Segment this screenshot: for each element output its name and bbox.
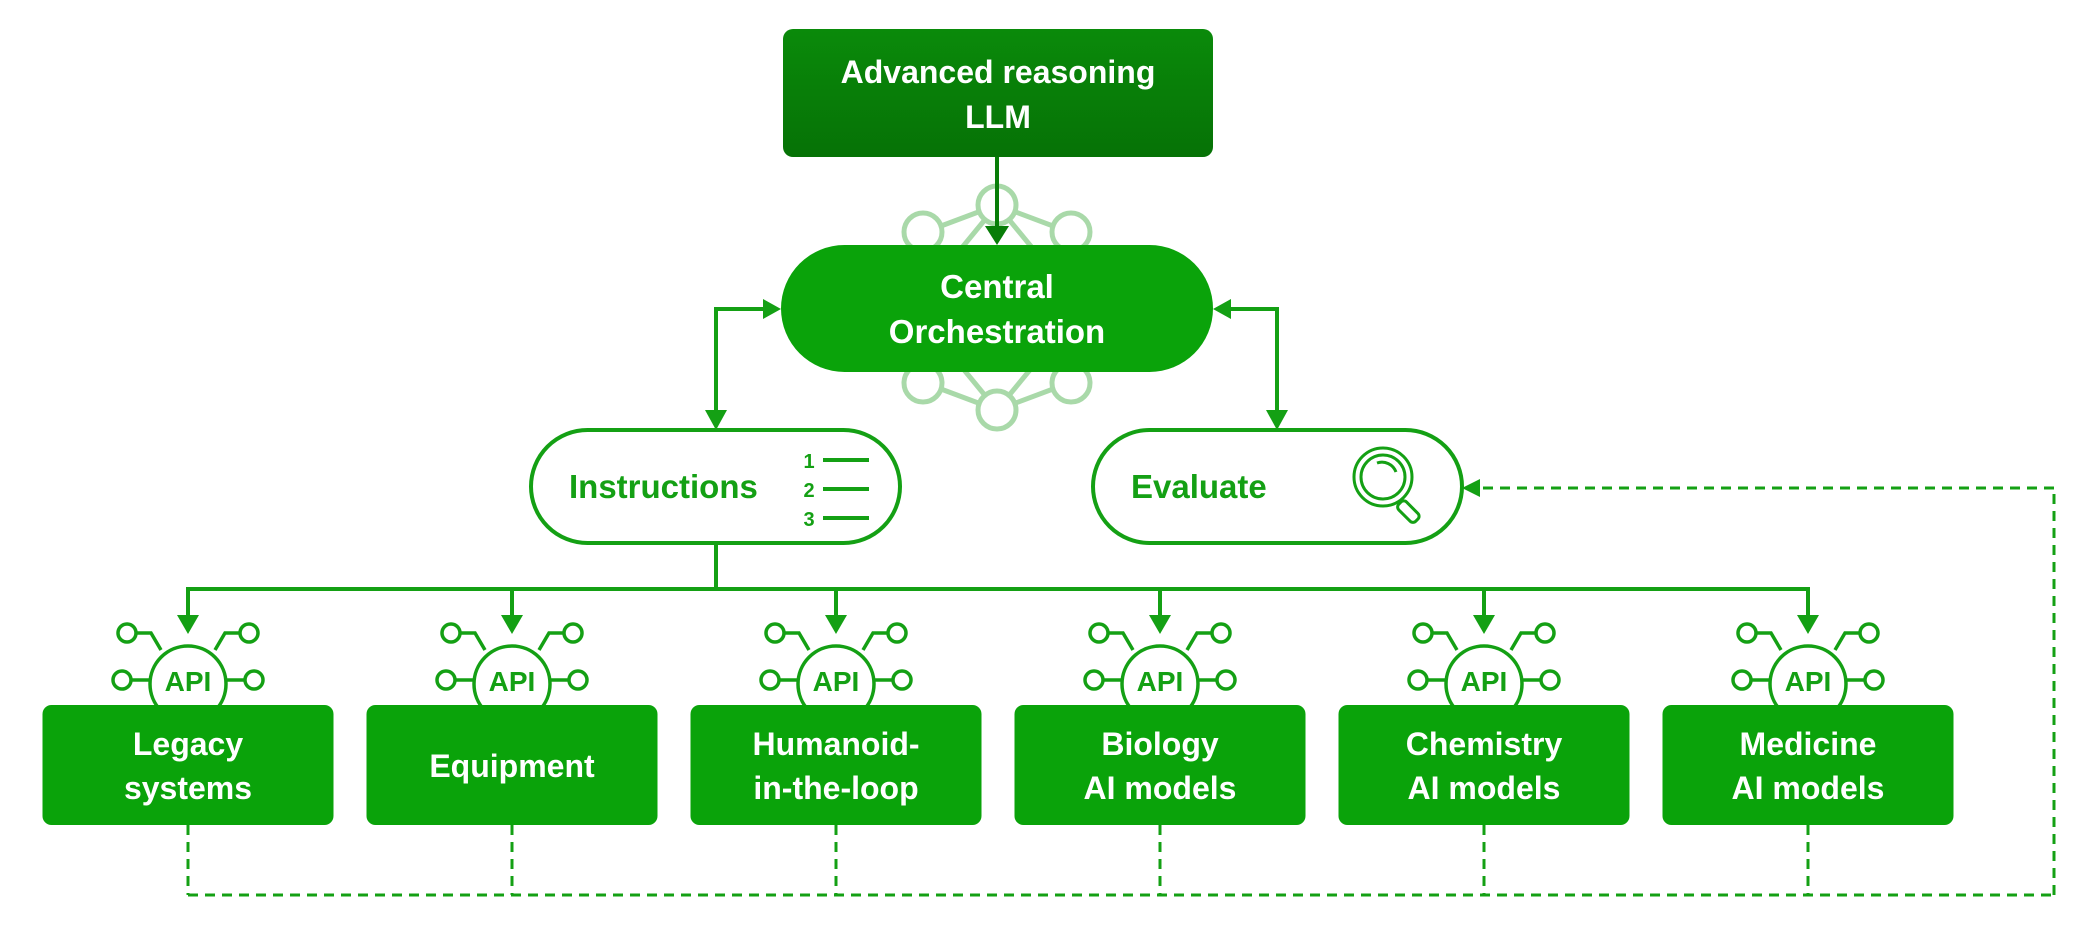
target-node-0[interactable]: API Legacy systems [42, 622, 334, 825]
api-icon [1083, 622, 1237, 724]
orchestration-evaluate-connector [1213, 299, 1288, 430]
drop-arrow [825, 589, 847, 634]
api-label: API [1137, 666, 1184, 697]
llm-node[interactable]: Advanced reasoning LLM [783, 29, 1213, 157]
target-box [1014, 705, 1306, 825]
target-box [1662, 705, 1954, 825]
target-node-3[interactable]: API Biology AI models [1014, 622, 1306, 825]
central-orchestration-node[interactable]: Central Orchestration [781, 245, 1213, 372]
target-node-5[interactable]: API Medicine AI models [1662, 622, 1954, 825]
target-node-2[interactable]: API Humanoid-in-the-loop [690, 622, 982, 825]
target-node-1[interactable]: API Equipment [366, 622, 658, 825]
feedback-drops [186, 825, 1810, 895]
list-number-3: 3 [803, 509, 814, 531]
target-node-4[interactable]: API Chemistry AI models [1338, 622, 1630, 825]
feedback-loop-connector [188, 486, 2056, 897]
distribution-arrows [177, 589, 1819, 634]
orchestration-line2: Orchestration [889, 313, 1105, 350]
orchestration-instructions-connector [705, 299, 781, 430]
target-box [366, 705, 658, 825]
list-number-2: 2 [803, 480, 814, 502]
drop-arrow [177, 589, 199, 634]
target-label-line2: in-the-loop [753, 770, 918, 806]
list-number-1: 1 [803, 451, 814, 473]
api-label: API [1461, 666, 1508, 697]
drop-arrow [1473, 589, 1495, 634]
target-label-line1: Biology [1101, 726, 1219, 762]
target-label: Equipment [429, 748, 595, 784]
api-icon [111, 622, 265, 724]
target-label-line2: systems [124, 770, 252, 806]
llm-title-line2: LLM [965, 99, 1031, 135]
target-label-line1: Chemistry [1406, 726, 1563, 762]
target-box [1338, 705, 1630, 825]
llm-to-orchestration-arrow [985, 157, 1009, 245]
instructions-node[interactable]: Instructions 1 2 3 [529, 428, 902, 545]
target-label-line2: AI models [1084, 770, 1237, 806]
orchestration-line1: Central [940, 268, 1054, 305]
drop-arrow [1149, 589, 1171, 634]
feedback-arrowhead [1462, 479, 1480, 497]
orchestration-pill [781, 245, 1213, 372]
target-label-line1: Legacy [133, 726, 243, 762]
target-nodes: API Legacy systems API Equipment API Humanoid-… [42, 622, 1954, 825]
numbered-list-icon: 1 2 3 [803, 451, 869, 531]
target-label-line1: Medicine [1740, 726, 1877, 762]
magnifier-icon [1352, 446, 1421, 524]
target-label-line2: AI models [1408, 770, 1561, 806]
drop-arrow [501, 589, 523, 634]
instructions-distribution-connector [186, 543, 1810, 591]
llm-title-line1: Advanced reasoning [841, 54, 1156, 90]
instructions-label: Instructions [569, 468, 758, 505]
api-icon [1407, 622, 1561, 724]
api-label: API [1785, 666, 1832, 697]
drop-arrow [1797, 589, 1819, 634]
target-box [42, 705, 334, 825]
evaluate-node[interactable]: Evaluate [1091, 428, 1464, 545]
api-label: API [489, 666, 536, 697]
target-label-line1: Humanoid- [752, 726, 919, 762]
api-label: API [165, 666, 212, 697]
llm-box [783, 29, 1213, 157]
api-label: API [813, 666, 860, 697]
evaluate-label: Evaluate [1131, 468, 1267, 505]
target-label-line2: AI models [1732, 770, 1885, 806]
target-box [690, 705, 982, 825]
